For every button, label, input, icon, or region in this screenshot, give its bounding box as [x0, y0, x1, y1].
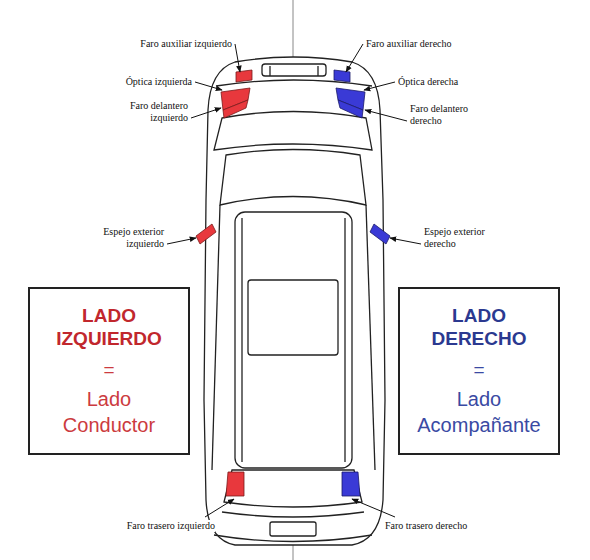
car-body	[204, 57, 385, 545]
box-text: Lado Acompañante	[408, 386, 550, 438]
taillight-right	[342, 472, 360, 496]
box-text: =	[408, 358, 550, 382]
grille-bar	[269, 66, 270, 76]
part-label: Faro auxiliar derecho	[366, 38, 452, 50]
headlight-left-lower	[223, 100, 248, 118]
leader-arrow	[191, 108, 221, 118]
box-text: =	[38, 358, 180, 382]
grille	[262, 64, 326, 76]
mirror-left	[196, 224, 216, 244]
leader-arrow	[167, 238, 196, 244]
leader-arrow	[365, 110, 407, 121]
taillight-left	[226, 472, 244, 496]
roof	[235, 212, 352, 468]
part-label: Faro delantero izquierdo	[108, 100, 188, 124]
label-holder: Espejo exterior izquierdo	[74, 226, 164, 250]
part-label: Faro trasero izquierdo	[127, 520, 215, 532]
side-box: LADO DERECHO = Lado Acompañante	[398, 287, 560, 455]
headlight-right-lower	[338, 100, 363, 118]
side-line	[366, 205, 375, 470]
label-holder: Faro trasero derecho	[385, 520, 467, 532]
grille-bar	[317, 66, 318, 76]
box-heading: LADO DERECHO	[408, 304, 550, 350]
box-heading: LADO IZQUIERDO	[38, 304, 180, 350]
aux-light-left	[236, 70, 252, 82]
box-text: Lado Conductor	[38, 386, 180, 438]
rear-bumper	[214, 535, 372, 542]
aux-light-right	[334, 70, 350, 82]
part-label: Faro trasero derecho	[385, 520, 467, 532]
part-label: Óptica derecha	[398, 76, 458, 88]
side-box: LADO IZQUIERDO = Lado Conductor	[28, 287, 190, 455]
part-label: Faro auxiliar izquierdo	[140, 38, 232, 50]
part-label: Faro delantero derecho	[410, 103, 482, 127]
side-line	[212, 205, 220, 470]
label-holder: Faro auxiliar izquierdo	[140, 38, 232, 50]
part-label: Espejo exterior derecho	[424, 226, 514, 250]
leader-arrow	[205, 499, 234, 517]
roof-rail	[241, 218, 242, 462]
rear-window	[224, 470, 362, 507]
leader-arrow	[346, 44, 363, 72]
part-label: Óptica izquierda	[126, 76, 192, 88]
leader-arrow	[364, 82, 395, 90]
sunroof	[248, 280, 338, 355]
leader-arrow	[390, 238, 421, 244]
label-holder: Óptica derecha	[398, 76, 458, 88]
mirror-right	[370, 224, 390, 244]
windshield	[220, 150, 366, 206]
label-holder: Espejo exterior derecho	[424, 226, 514, 250]
hood	[214, 112, 372, 151]
label-holder: Faro delantero derecho	[410, 103, 482, 127]
label-holder: Faro auxiliar derecho	[366, 38, 452, 50]
label-holder: Faro delantero izquierdo	[108, 100, 188, 124]
label-holder: Faro trasero izquierdo	[127, 520, 215, 532]
leader-arrow	[352, 499, 395, 517]
trunk-edge	[222, 512, 364, 517]
plate	[270, 522, 316, 536]
leader-arrow	[235, 44, 240, 72]
leader-arrow	[195, 82, 222, 90]
label-holder: Óptica izquierda	[126, 76, 192, 88]
roof-rail	[344, 218, 345, 462]
part-label: Espejo exterior izquierdo	[74, 226, 164, 250]
